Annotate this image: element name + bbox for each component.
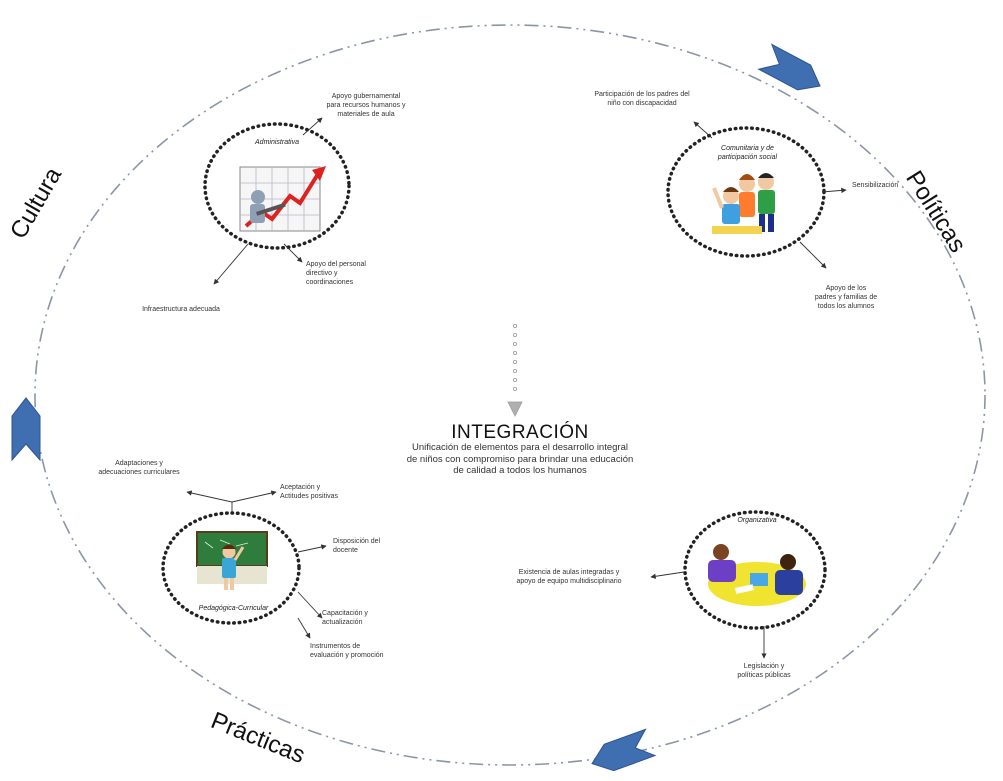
note-disposicion: Disposición del docente [333, 538, 381, 554]
note-capacitacion: Capacitación y actualización [322, 610, 368, 626]
cycle-arrow-bottom-icon [591, 728, 657, 772]
hub-organizativa [650, 510, 827, 659]
note-legislacion: Legislación y políticas públicas [737, 663, 791, 679]
child-at-blackboard-icon [196, 531, 268, 590]
note-existencia-aulas: Existencia de aulas integradas y apoyo d… [516, 569, 622, 585]
cycle-arrow-top-right-icon [757, 43, 821, 91]
hub-ring [683, 510, 827, 630]
note-sensibilizacion: Sensibilización [852, 182, 899, 189]
center-down-arrow-icon [507, 323, 523, 417]
hub-label-pedagogica: Pedagógica-Curricular [198, 605, 269, 612]
hub-label-organizativa: Organizativa [737, 517, 777, 524]
note-apoyo-padres: Apoyo de los padres y familias de todos … [814, 285, 878, 310]
children-group-icon [712, 173, 775, 234]
hub-ring [203, 122, 351, 250]
note-apoyo-gubernamental: Apoyo gubernamental para recursos humano… [326, 93, 406, 118]
note-apoyo-personal: Apoyo del personal directivo y coordinac… [306, 261, 366, 286]
note-instrumentos: Instrumentos de evaluación y promoción [310, 643, 384, 659]
center-subtitle: Unificación de elementos para el desarro… [406, 442, 634, 476]
cycle-arrow-left-icon [11, 397, 41, 462]
hub-pedagogica [161, 490, 327, 639]
growth-chart-icon [239, 166, 326, 232]
note-participacion-padres: Participación de los padres del niño con… [594, 91, 690, 107]
hub-comunitaria [666, 121, 847, 269]
hub-label-administrativa: Administrativa [255, 139, 299, 146]
note-aceptacion: Aceptación y Actitudes positivas [280, 484, 338, 500]
hub-label-comunitaria: Comunitaria y de participación social [717, 145, 778, 161]
team-meeting-icon [708, 544, 806, 606]
cycle-ring [34, 24, 986, 766]
hub-ring [161, 511, 301, 625]
hub-administrativa [203, 117, 351, 285]
note-infraestructura: Infraestructura adecuada [142, 306, 220, 313]
note-adaptaciones: Adaptaciones y adecuaciones curriculares [98, 460, 180, 476]
center-title: INTEGRACIÓN [451, 422, 589, 443]
